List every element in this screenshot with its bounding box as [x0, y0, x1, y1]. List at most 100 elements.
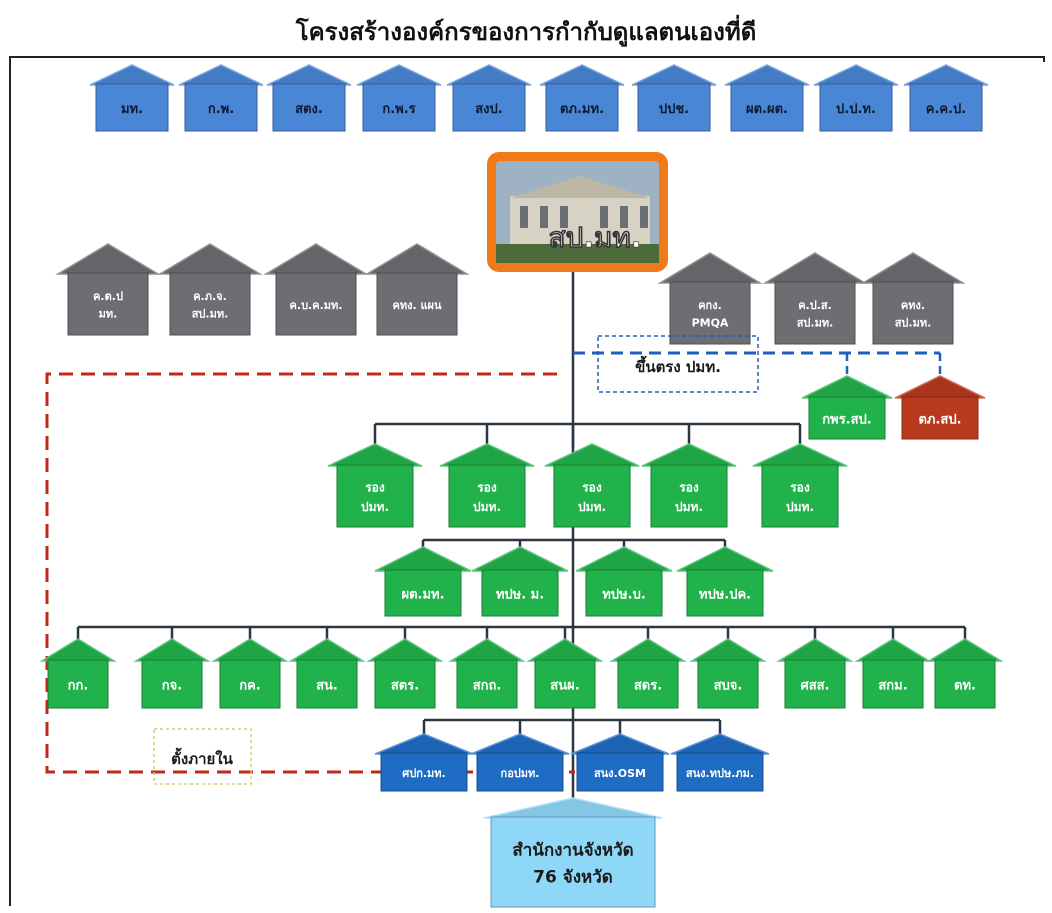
node-roof [670, 733, 770, 755]
node-roof [178, 64, 264, 86]
node-box [47, 659, 109, 709]
node-box [909, 83, 983, 132]
node-roof [631, 64, 717, 86]
node-label: สนผ. [550, 679, 579, 694]
left-committee-node: ค.ภ.จ.สป.มท. [157, 243, 263, 336]
node-box [67, 272, 149, 336]
node-box [676, 752, 764, 792]
left-committee-node: คทง. แผน [364, 243, 470, 336]
node-label: สงป. [475, 102, 502, 117]
node-label: สบจ. [714, 679, 743, 694]
note-box [597, 335, 759, 393]
node-label: ปมท. [675, 500, 703, 514]
frame-border [9, 56, 1045, 906]
internal-note: ตั้งภายใน [153, 728, 252, 785]
top-agency-node: ผต.ผต. [724, 64, 810, 132]
node-label: กอปมท. [501, 767, 540, 780]
node-label: สนง.ทปษ.ภม. [686, 767, 754, 780]
node-label: สนง.OSM [594, 767, 646, 780]
node-box [761, 464, 839, 528]
node-box [384, 569, 462, 617]
node-box [448, 464, 526, 528]
node-label: รอง [477, 481, 497, 495]
node-label: สป.มท. [895, 317, 932, 330]
node-box [141, 659, 203, 709]
node-roof [470, 733, 570, 755]
right-committee-node: ค.ป.ส.สป.มท. [762, 252, 868, 345]
node-label: สตร. [391, 679, 419, 694]
node-label: รอง [365, 481, 385, 495]
internal-boundary-dashed [45, 372, 575, 774]
direct-unit-node: ตภ.สป. [894, 375, 986, 440]
node-box [296, 659, 358, 709]
division-node: กค. [211, 638, 289, 709]
top-agency-node: สงป. [446, 64, 532, 132]
node-box [730, 83, 804, 132]
node-label: ค.ต.ป [93, 290, 123, 303]
right-committee-node: คทง. สป.มท. [860, 252, 966, 345]
direct-unit-node: กพร.สป. [801, 375, 893, 440]
node-roof [752, 443, 848, 467]
top-agency-node: ค.ค.ป. [903, 64, 989, 132]
node-label: คกง. [698, 299, 722, 312]
node-roof [539, 64, 625, 86]
node-label: มท. [99, 308, 118, 321]
left-committee-node: ค.บ.ค.มท. [263, 243, 369, 336]
connector-lines [45, 270, 967, 808]
node-roof [471, 546, 569, 572]
division-node: ตท. [926, 638, 1004, 709]
node-roof [327, 443, 423, 467]
node-roof [575, 546, 673, 572]
photo-window [620, 206, 628, 228]
node-label: สดร. [634, 679, 662, 694]
node-box [784, 659, 846, 709]
photo-window [540, 206, 548, 228]
node-box [272, 83, 346, 132]
node-roof [813, 64, 899, 86]
top-agency-node: ป.ป.ท. [813, 64, 899, 132]
division-node: สนผ. [526, 638, 604, 709]
node-label: รอง [679, 481, 699, 495]
node-label: สป.มท. [192, 308, 229, 321]
node-label: ค.ค.ป. [926, 102, 966, 117]
node-label: ก.พ. [208, 102, 234, 117]
node-label: กค. [239, 679, 261, 694]
node-label: ศปก.มท. [402, 767, 445, 780]
top-agency-node: ก.พ.ร [356, 64, 442, 132]
right-committee-node: คกง.PMQA [657, 252, 763, 345]
top-agency-node: มท. [89, 64, 175, 132]
internal-unit-node: กอปมท. [470, 733, 570, 792]
node-label: ปมท. [578, 500, 606, 514]
node-label: ตภ.มท. [560, 102, 604, 117]
node-label: สตง. [295, 102, 323, 117]
division-node: สตร. [366, 638, 444, 709]
node-roof [55, 243, 161, 275]
node-roof [801, 375, 893, 399]
node-box [669, 281, 751, 345]
division-node: สกม. [854, 638, 932, 709]
node-label: รอง [582, 481, 602, 495]
node-roof [39, 638, 117, 662]
center-unit-label: สป.มท. [548, 221, 641, 254]
note-box [153, 728, 252, 785]
node-box [95, 83, 169, 132]
node-roof [854, 638, 932, 662]
inspector-node: ทปษ. ม. [471, 546, 569, 617]
top-agency-node: ก.พ. [178, 64, 264, 132]
node-label: คทง. [901, 299, 925, 312]
node-label: 76 จังหวัด [533, 868, 613, 888]
node-box [452, 83, 526, 132]
node-label: ตภ.สป. [918, 413, 961, 428]
node-label: ป.ป.ท. [836, 102, 876, 117]
inspector-node: ผต.มท. [374, 546, 472, 617]
node-label: คทง. แผน [392, 299, 442, 312]
node-box [585, 569, 663, 617]
node-label: ทปษ.บ. [602, 588, 646, 603]
photo-roof [510, 176, 650, 198]
node-box [774, 281, 856, 345]
division-node: สกถ. [448, 638, 526, 709]
province-office-node: สำนักงานจังหวัด76 จังหวัด [483, 797, 663, 908]
